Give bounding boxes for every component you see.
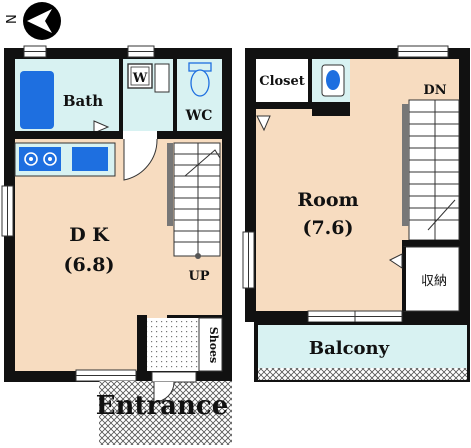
- stairs-up-label: UP: [188, 269, 209, 284]
- washbasin-icon: [321, 64, 345, 97]
- entrance-label: Entrance: [96, 391, 229, 421]
- genkan-wall: [137, 315, 147, 371]
- bath-label: Bath: [63, 92, 103, 110]
- bath-door-gap: [123, 131, 157, 139]
- room-name-label: Room: [297, 189, 358, 211]
- balcony: [258, 325, 467, 368]
- shoes-cabinet: [198, 317, 223, 372]
- genkan-floor: [147, 318, 199, 371]
- storage-closet: [403, 246, 460, 312]
- stairs-up: [167, 142, 221, 259]
- entrance-door: [151, 371, 197, 383]
- balcony-label: Balcony: [309, 338, 390, 359]
- storage-label: 収納: [421, 274, 447, 289]
- entrance: Entrance: [96, 371, 232, 445]
- door-swing: [123, 138, 158, 181]
- wc-label: WC: [185, 108, 213, 124]
- stove-icon: [19, 147, 61, 171]
- north-arrow-icon: [23, 2, 61, 40]
- stairs-down-label: DN: [423, 83, 446, 98]
- north-label: N: [5, 14, 20, 24]
- washer-label: W: [132, 71, 148, 86]
- toilet-icon: [188, 62, 212, 97]
- stairs-down: [402, 99, 460, 241]
- room-size-label: (7.6): [302, 217, 353, 239]
- ground-floor: W: [1, 45, 232, 382]
- closet: [256, 59, 308, 102]
- shoes-label: Shoes: [207, 327, 220, 363]
- closet-label: Closet: [259, 74, 305, 89]
- dk-size-label: (6.8): [63, 254, 114, 276]
- dk-name-label: D K: [69, 224, 110, 246]
- sink-icon: [154, 63, 170, 93]
- washer-icon: [127, 63, 153, 89]
- upper-floor: Closet: [242, 45, 470, 382]
- kitchen-sink-icon: [72, 147, 108, 171]
- bathtub-icon: [20, 71, 54, 129]
- balcony-rail: [258, 368, 467, 380]
